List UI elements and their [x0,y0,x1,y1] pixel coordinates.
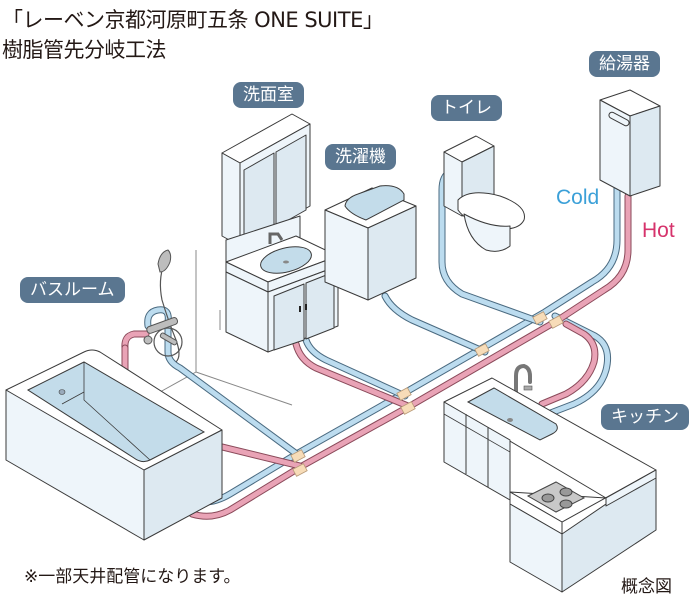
toilet [443,135,525,252]
bathtub [5,349,223,541]
pipe-fittings [290,311,564,477]
label-toilet: トイレ [431,95,502,121]
footnote-ceiling-piping: ※一部天井配管になります。 [24,567,241,587]
vanity-unit [221,113,339,353]
shower [143,249,183,363]
title-building-name: 「レーベン京都河原町五条 ONE SUITE」 [2,8,384,32]
concept-diagram-label: 概念図 [621,577,672,597]
washing-machine [324,185,417,301]
title-method: 樹脂管先分岐工法 [2,38,167,62]
label-water-heater: 給湯器 [589,51,660,77]
label-washing-machine: 洗濯機 [325,144,396,170]
legend-cold: Cold [556,186,600,209]
water-heater [599,89,661,197]
cold-pipes [144,168,621,506]
label-kitchen: キッチン [601,404,689,430]
legend-hot: Hot [642,219,675,242]
label-washroom: 洗面室 [233,82,304,108]
label-bathroom: バスルーム [20,277,125,303]
kitchen-counter [443,363,657,593]
